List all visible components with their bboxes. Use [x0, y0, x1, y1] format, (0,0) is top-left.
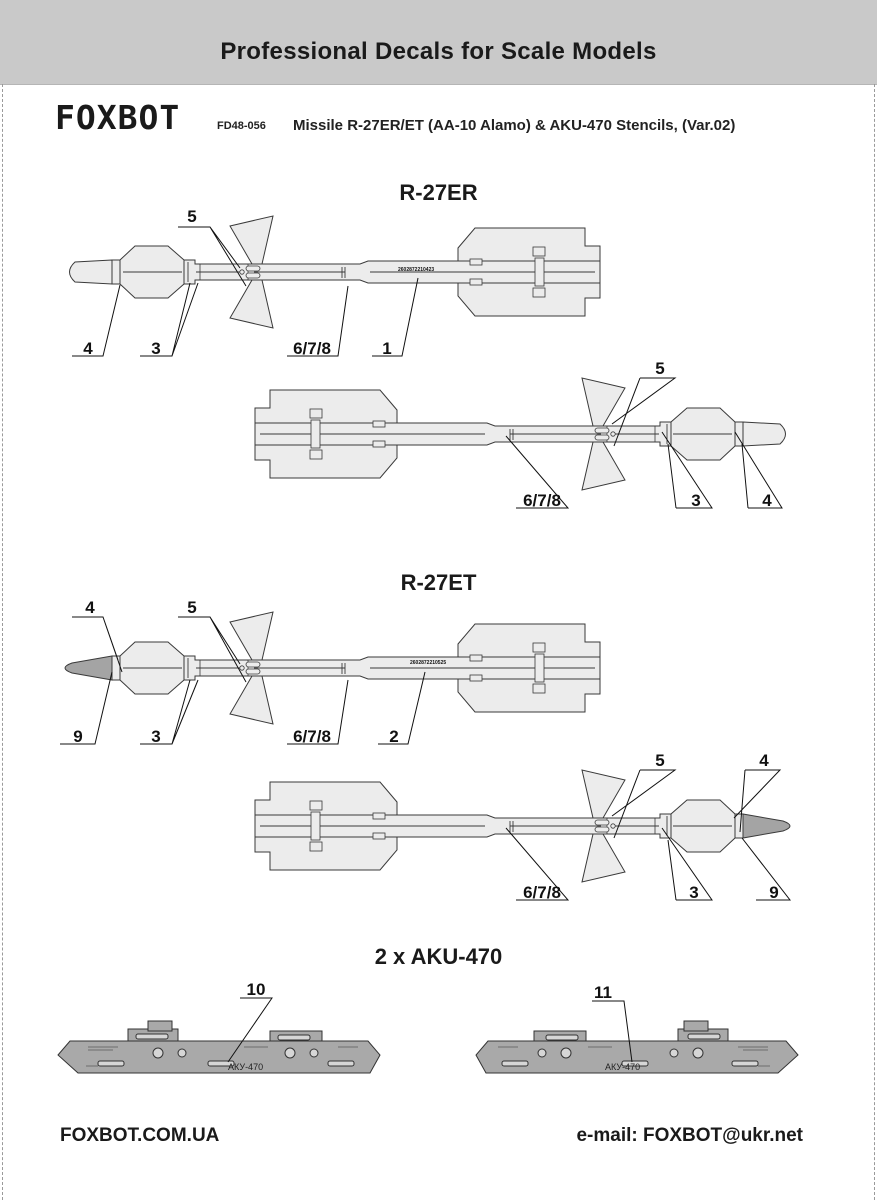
callout-1: 1: [382, 339, 391, 358]
r27et-missile-bottom: [254, 769, 791, 883]
aku470-rail-left: АКУ-470: [57, 1020, 381, 1074]
r27er-top-callouts: [72, 226, 419, 357]
callout-5: 5: [655, 359, 664, 378]
product-subtitle: Missile R-27ER/ET (AA-10 Alamo) & AKU-47…: [293, 117, 736, 134]
callout-9: 9: [769, 883, 778, 902]
footer-website: FOXBOT.COM.UA: [60, 1125, 220, 1146]
r27er-missile-top: 2602872210423: [69, 215, 601, 329]
callout-5: 5: [187, 207, 196, 226]
callout-3: 3: [689, 883, 698, 902]
r27et-missile-top: 2602872210525: [64, 611, 601, 725]
aku-callouts: [227, 997, 633, 1063]
callout-4: 4: [762, 491, 772, 510]
callout-9: 9: [73, 727, 82, 746]
header-banner: Professional Decals for Scale Models: [0, 0, 877, 85]
section-title-aku470: 2 x AKU-470: [374, 944, 503, 969]
callout-3: 3: [151, 727, 160, 746]
aku-marking-left: АКУ-470: [228, 1062, 263, 1072]
callout-10: 10: [247, 980, 266, 999]
product-code: FD48-056: [217, 120, 266, 132]
r27er-missile-bottom: [254, 377, 786, 491]
footer-email: e-mail: FOXBOT@ukr.net: [576, 1125, 803, 1146]
callout-6-7-8: 6/7/8: [293, 727, 331, 746]
callout-4: 4: [85, 598, 95, 617]
callout-6-7-8: 6/7/8: [523, 491, 561, 510]
aku-marking-right: АКУ-470: [605, 1062, 640, 1072]
callout-4: 4: [759, 751, 769, 770]
page-title: Professional Decals for Scale Models: [220, 38, 657, 65]
r27et-bottom-callouts: [505, 769, 792, 901]
foxbot-logo: FOXBOT: [55, 98, 181, 137]
callout-4: 4: [83, 339, 93, 358]
left-cut-line: [2, 84, 3, 1200]
serial-number-er: 2602872210423: [398, 267, 434, 273]
callout-5: 5: [655, 751, 664, 770]
callout-2: 2: [389, 727, 398, 746]
r27er-bottom-callouts: [505, 377, 783, 509]
callout-6-7-8: 6/7/8: [523, 883, 561, 902]
callout-3: 3: [151, 339, 160, 358]
callout-5: 5: [187, 598, 196, 617]
r27et-top-callouts: [60, 616, 426, 745]
section-title-r27et: R-27ET: [400, 570, 477, 595]
callout-3: 3: [691, 491, 700, 510]
serial-number-et: 2602872210525: [410, 660, 446, 666]
right-cut-line: [874, 84, 875, 1200]
callout-11: 11: [594, 983, 612, 1002]
section-title-r27er: R-27ER: [399, 180, 478, 205]
callout-6-7-8: 6/7/8: [293, 339, 331, 358]
